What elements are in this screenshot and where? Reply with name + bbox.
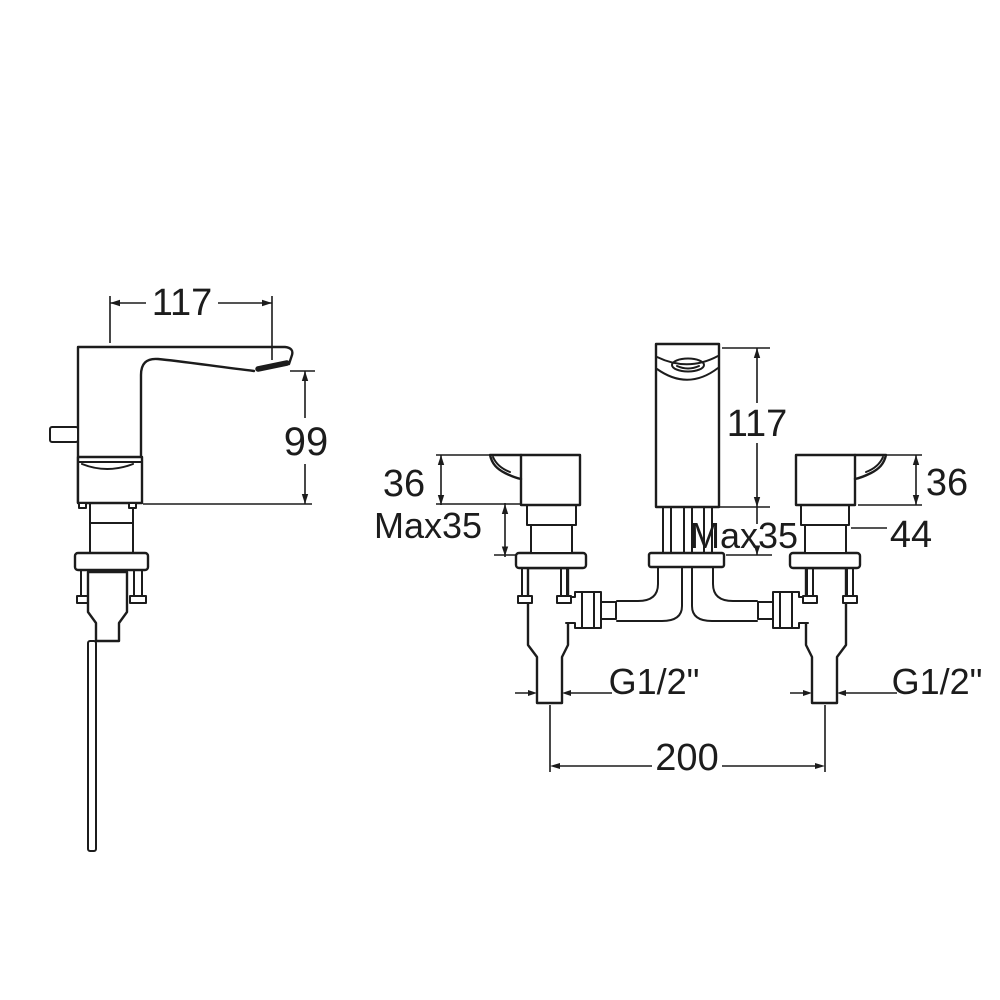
arrowhead (501, 546, 509, 556)
right-handle-step1 (800, 504, 850, 526)
left-collar (600, 601, 617, 620)
dim-handle-height-left: 36 (383, 463, 425, 505)
arrowhead (437, 455, 445, 465)
left-flange-stud-b-foot (556, 595, 572, 604)
arrowhead (301, 494, 309, 504)
dim-36-left-lines (436, 454, 520, 505)
dim-handle-height-right: 36 (926, 462, 968, 504)
arrowhead (501, 504, 509, 514)
left-handle-step2 (530, 524, 573, 554)
dim-side-spout-reach: 117 (152, 282, 213, 324)
side-base-foot-right (128, 502, 137, 509)
right-handle-lever (853, 453, 888, 481)
dim-max-deck-center: Max35 (690, 515, 798, 556)
right-flange-stud-a (806, 567, 814, 597)
right-flange-stud-b (846, 567, 854, 597)
arrowhead (912, 495, 920, 505)
dim-side-reach-lines (109, 296, 273, 360)
arrowhead (753, 497, 761, 507)
dim-centers: 200 (655, 737, 718, 779)
tee-left-arm (616, 566, 659, 602)
right-handle-block (794, 453, 857, 507)
arrowhead (550, 763, 560, 769)
left-handle-block (519, 453, 582, 507)
arrowhead (753, 348, 761, 358)
arrowhead (803, 690, 812, 696)
side-lift-rod (87, 640, 97, 852)
arrowhead (110, 299, 120, 307)
left-flange-stud-a (521, 567, 529, 597)
left-flange-stud-b (560, 567, 568, 597)
arrowhead (262, 299, 272, 307)
dim-front-height-lines (714, 347, 770, 508)
front-spout-arc-low (656, 367, 719, 381)
left-handle-step1 (526, 504, 577, 526)
right-flange-stud-b-foot (842, 595, 858, 604)
dim-side-height-lines (143, 370, 315, 505)
arrowhead (912, 455, 920, 465)
side-escutcheon-arc (81, 463, 134, 470)
right-flange-stud-a-foot (802, 595, 818, 604)
right-nut (772, 591, 800, 629)
side-spout-underside (139, 357, 256, 459)
tee-left-arm-inner (616, 566, 683, 622)
left-handle-lever (488, 453, 523, 481)
arrowhead (562, 690, 571, 696)
right-collar (757, 601, 774, 620)
left-handle-flange (514, 551, 588, 570)
dim-front-height: 117 (727, 403, 788, 445)
side-view-faucet (49, 345, 294, 852)
side-valve-body (86, 570, 129, 643)
dim-200-lines (549, 705, 826, 772)
right-handle-lever-inner (865, 456, 884, 473)
arrowhead (437, 495, 445, 505)
arrowhead (301, 371, 309, 381)
front-aerator-inner (676, 365, 700, 370)
dim-thread-right: G1/2" (892, 661, 983, 702)
dim-side-height: 99 (284, 420, 329, 464)
tee-right-arm-inner (691, 566, 758, 622)
right-nut-facets (779, 591, 793, 629)
left-valve-neck-erase (566, 597, 576, 623)
side-shank (89, 502, 134, 554)
side-stud-right (133, 569, 143, 597)
arrowhead (753, 545, 761, 555)
dim-max-deck-left: Max35 (374, 505, 482, 546)
left-flange-stud-a-foot (517, 595, 533, 604)
side-base-foot-left (78, 502, 87, 509)
left-handle-lever-inner (492, 456, 511, 473)
dim-thread-left: G1/2" (609, 661, 700, 702)
arrowhead (837, 690, 846, 696)
arrowhead (815, 763, 825, 769)
right-valve-neck-erase (798, 597, 808, 623)
left-nut (574, 591, 602, 629)
front-spout-arc-top (656, 355, 719, 366)
front-aerator-outer (671, 357, 705, 373)
side-aerator (255, 360, 290, 372)
spout-supply-pipes (662, 506, 713, 554)
dim-36-right-lines (858, 454, 922, 506)
side-stud-right-foot (129, 595, 147, 604)
right-handle-step2 (804, 524, 847, 554)
tee-right-arm (712, 566, 758, 602)
right-handle-flange (788, 551, 862, 570)
side-body-spout (76, 345, 294, 505)
left-nut-facets (581, 591, 595, 629)
dimension-annotations: 117 99 117 Max35 36 Max35 36 44 (109, 282, 983, 779)
front-view-faucet (488, 342, 888, 705)
side-flange (73, 551, 150, 572)
dim-handle-width: 44 (890, 514, 932, 556)
arrowhead (528, 690, 537, 696)
side-handle-lever (49, 426, 79, 443)
spout-flange (647, 551, 726, 569)
